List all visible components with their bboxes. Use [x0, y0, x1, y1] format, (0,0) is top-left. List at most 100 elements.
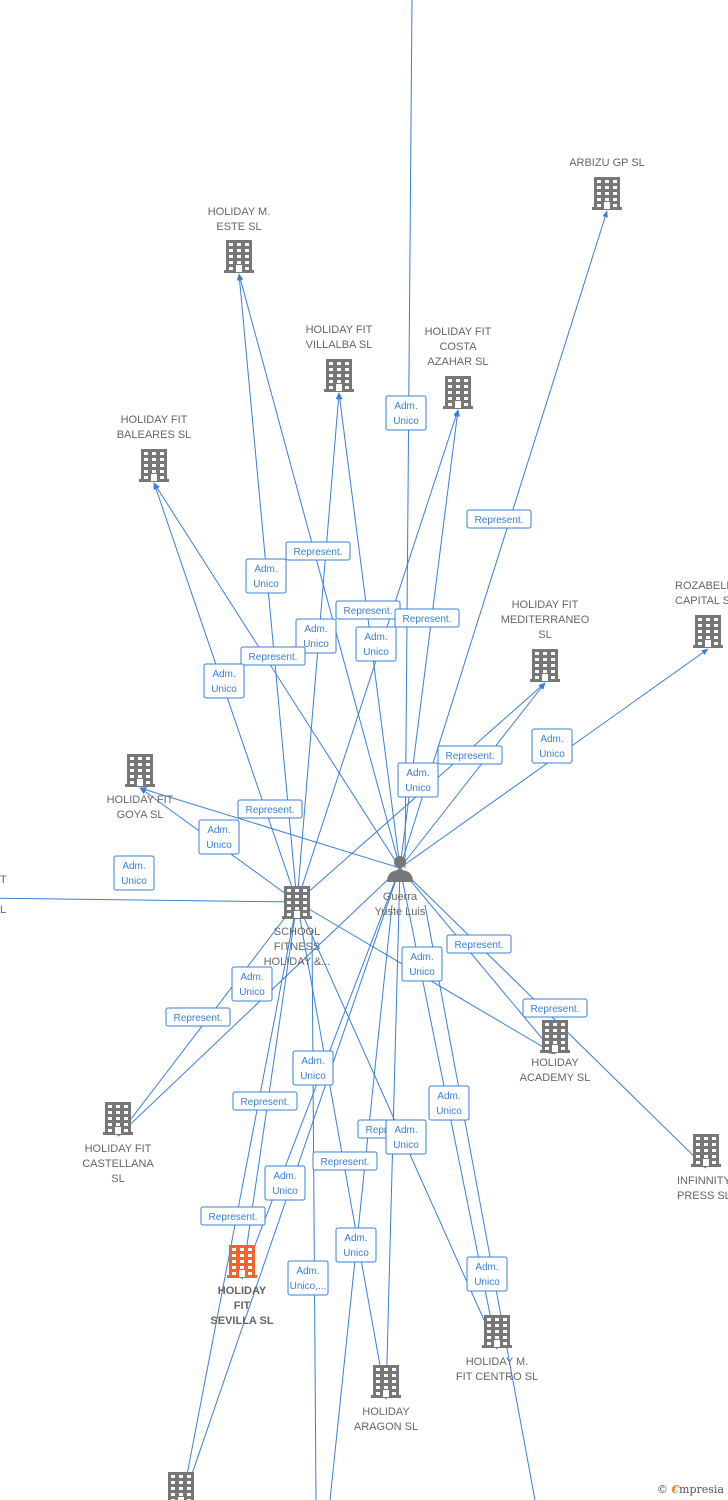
edge-label-text: Unico: [343, 1248, 369, 1259]
edge-label[interactable]: Adm. Unico: [292, 1050, 334, 1086]
edge-label-text: Represent.: [249, 652, 298, 663]
edge-label-text: Unico: [206, 840, 232, 851]
edge-label-text: Unico: [300, 1071, 326, 1082]
edge-label-text: Adm.: [475, 1262, 498, 1273]
edge-label[interactable]: Represent.: [466, 509, 532, 529]
edge-label-text: Unico,...: [290, 1281, 327, 1292]
edge-label[interactable]: Represent.: [312, 1151, 378, 1171]
node-label: AZAHAR SL: [427, 356, 488, 368]
relation-edge: [399, 682, 546, 869]
edge-label[interactable]: Adm.Unico: [428, 1085, 470, 1121]
edge-label[interactable]: Adm.Unico: [203, 663, 245, 699]
edge-label[interactable]: Represent.: [200, 1206, 266, 1226]
node-label: GOYA SL: [117, 809, 164, 821]
edge-label-text: Unico: [393, 1140, 419, 1151]
edge-label[interactable]: Represent.: [446, 934, 512, 954]
node-label: SL: [538, 629, 551, 641]
relation-edge: [139, 787, 401, 869]
edge-label-text: Adm.: [207, 825, 230, 836]
node-label: ARAGON SL: [354, 1421, 418, 1433]
edge-label[interactable]: Adm.Unico: [531, 728, 573, 764]
edge-label-text: Represent.: [209, 1212, 258, 1223]
edge-label[interactable]: Adm.Unico: [401, 946, 443, 982]
edge-label[interactable]: Represent.: [522, 998, 588, 1018]
node-label: INFINNITY: [677, 1175, 728, 1187]
edge-label-text: Adm.: [212, 669, 235, 680]
edge-label-text: Represent.: [446, 751, 495, 762]
relation-edge: [404, 0, 413, 869]
node-arbizu[interactable]: ARBIZU GP SL: [569, 157, 645, 210]
node-label: SCHOOL: [274, 926, 320, 938]
edge-label[interactable]: Represent.: [240, 646, 306, 666]
edge-label[interactable]: Represent.: [232, 1091, 298, 1111]
building-icon: [125, 754, 155, 787]
building-icon: [103, 1102, 133, 1135]
node-label: ARBIZU GP SL: [569, 157, 645, 169]
edge-label-text: Unico: [363, 647, 389, 658]
edge-label[interactable]: Adm.Unico: [466, 1256, 508, 1292]
node-este[interactable]: HOLIDAY M.ESTE SL: [208, 206, 271, 273]
empresia-brand: © €mpresia: [657, 1483, 724, 1496]
edge-label[interactable]: Adm.Unico: [113, 855, 155, 891]
building-icon: [168, 1472, 194, 1500]
building-icon: [530, 649, 560, 682]
node-label: SL: [111, 1173, 124, 1185]
edge-label[interactable]: Represent.: [437, 745, 503, 765]
node-label: BALEARES SL: [117, 429, 192, 441]
edge-label[interactable]: Represent.: [335, 600, 401, 620]
building-icon: [693, 615, 723, 648]
node-label: Guerra: [383, 891, 418, 903]
edge-label[interactable]: Represent.: [285, 541, 351, 561]
building-icon: [592, 177, 622, 210]
edge-label-text: Represent.: [294, 547, 343, 558]
node-left_cut[interactable]: TL: [0, 864, 7, 916]
edge-label[interactable]: Represent.: [237, 799, 303, 819]
relation-edge: [311, 929, 317, 1500]
edge-label[interactable]: Adm.Unico,...: [287, 1260, 329, 1296]
edge-label[interactable]: Represent.: [394, 608, 460, 628]
edge-label-text: Adm.: [301, 1056, 324, 1067]
edge-label-text: Unico: [409, 967, 435, 978]
edge-label-text: Represent.: [531, 1004, 580, 1015]
edge-label[interactable]: Adm.Unico: [295, 618, 337, 654]
edge-label[interactable]: Adm.Unico: [335, 1227, 377, 1263]
edge-label-text: Unico: [253, 579, 279, 590]
edge-label[interactable]: Adm.Unico: [264, 1165, 306, 1201]
edge-label-text: Represent.: [174, 1013, 223, 1024]
edge-label[interactable]: Adm.Unico: [231, 966, 273, 1002]
edge-label-text: Adm.: [304, 624, 327, 635]
relation-edge: [296, 901, 388, 1400]
edge-label[interactable]: Adm.Unico: [397, 762, 439, 798]
node-bottom_left[interactable]: [166, 1472, 196, 1500]
node-label: ESTE SL: [216, 221, 261, 233]
edge-label[interactable]: Adm. Unico: [198, 819, 240, 855]
edge-label-text: Represent.: [475, 515, 524, 526]
edge-label-text: Represent.: [455, 940, 504, 951]
relation-edge: [399, 867, 556, 1055]
edge-label[interactable]: Adm.Unico: [245, 558, 287, 594]
relation-edge: [153, 482, 401, 869]
edge-label[interactable]: Adm.Unico: [385, 1119, 427, 1155]
node-label: ACADEMY SL: [520, 1072, 591, 1084]
node-label: SEVILLA SL: [210, 1315, 273, 1327]
node-centro[interactable]: HOLIDAY M.FIT CENTRO SL: [456, 1315, 538, 1383]
edge-label[interactable]: Adm.Unico: [355, 626, 397, 662]
node-label: CASTELLANA: [82, 1158, 154, 1170]
edge-label[interactable]: Represent.: [165, 1007, 231, 1027]
building-icon: [540, 1020, 570, 1053]
building-icon: [324, 359, 354, 392]
edge-label[interactable]: Adm.Unico: [385, 395, 427, 431]
